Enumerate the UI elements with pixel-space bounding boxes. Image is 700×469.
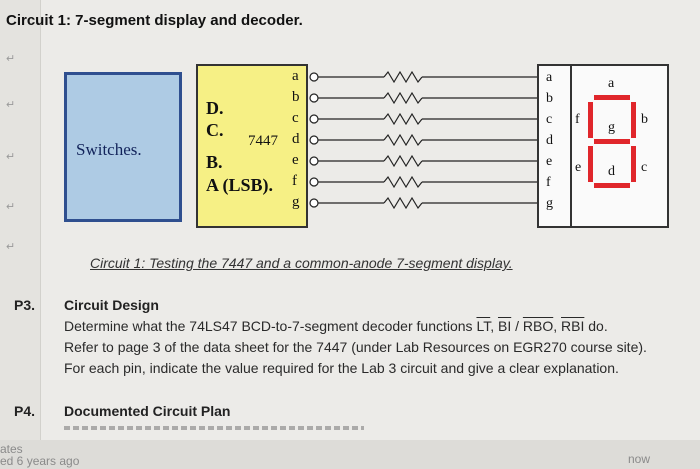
seven-segment-display <box>537 64 669 228</box>
body-line-1: Determine what the 74LS47 BCD-to-7-segme… <box>64 318 608 334</box>
lt-signal: LT <box>476 318 491 334</box>
footer-cut-label: ates <box>0 442 23 456</box>
paragraph-mark-icon: ↵ <box>6 99 16 111</box>
segment-label-b: b <box>641 112 648 127</box>
bi-signal: BI <box>497 318 512 334</box>
paragraph-mark-icon: ↵ <box>6 201 16 213</box>
output-line-a <box>309 70 538 84</box>
segment-g <box>594 139 630 144</box>
footer-status: now <box>628 452 651 466</box>
text-run: , <box>553 318 562 334</box>
display-pin-a: a <box>546 70 553 85</box>
output-line-c <box>309 112 538 126</box>
body-line-3: For each pin, indicate the value require… <box>64 360 619 376</box>
segment-label-c: c <box>641 160 648 175</box>
output-line-b <box>309 91 538 105</box>
decoder-input-b: B. <box>206 152 223 172</box>
output-line-e <box>309 154 538 168</box>
decoder-output-c: c <box>292 110 299 126</box>
decoder-input-c: C. <box>206 120 224 140</box>
footer-bar: ates ed 6 years ago now <box>0 440 700 469</box>
decoder-chip <box>196 64 308 228</box>
section-heading: Circuit 1: 7-segment display and decoder… <box>6 12 303 29</box>
segment-b <box>631 102 636 138</box>
segment-label-g: g <box>608 120 615 135</box>
display-pin-d: d <box>546 133 553 148</box>
left-gutter: ↵ ↵ ↵ ↵ ↵ <box>0 0 41 440</box>
cut-off-text-line <box>64 426 364 430</box>
section-title-p3: Circuit Design <box>64 297 159 313</box>
display-divider <box>570 64 572 228</box>
text-run: / <box>511 318 523 334</box>
segment-label-f: f <box>575 112 580 127</box>
text-run: Determine what the 74LS47 BCD-to-7-segme… <box>64 318 477 334</box>
segment-label-d: d <box>608 164 615 179</box>
text-run: do. <box>584 318 608 334</box>
paragraph-mark-icon: ↵ <box>6 151 16 163</box>
decoder-output-g: g <box>292 194 300 210</box>
footer-timestamp: ed 6 years ago <box>0 454 80 468</box>
section-title-p4: Documented Circuit Plan <box>64 403 231 419</box>
display-pin-g: g <box>546 196 553 211</box>
decoder-output-d: d <box>292 131 300 147</box>
body-line-2: Refer to page 3 of the data sheet for th… <box>64 339 647 355</box>
resistor-network <box>309 70 538 210</box>
output-line-f <box>309 175 538 189</box>
output-line-d <box>309 133 538 147</box>
decoder-input-a-lsb: A (LSB). <box>206 175 274 195</box>
text-run: , <box>490 318 498 334</box>
paragraph-mark-icon: ↵ <box>6 241 16 253</box>
decoder-output-f: f <box>292 173 297 189</box>
segment-label-e: e <box>575 160 582 175</box>
decoder-input-d: D. <box>206 98 224 118</box>
output-line-g <box>309 196 538 210</box>
rbi-signal: RBI <box>561 318 585 334</box>
decoder-output-a: a <box>292 68 299 84</box>
figure-caption: Circuit 1: Testing the 7447 and a common… <box>90 255 513 271</box>
decoder-output-b: b <box>292 89 300 105</box>
segment-a <box>594 95 630 100</box>
segment-e <box>588 146 593 182</box>
decoder-output-e: e <box>292 152 299 168</box>
rbo-signal: RBO <box>522 318 554 334</box>
section-number-p3: P3. <box>14 297 36 313</box>
display-pin-e: e <box>546 154 553 169</box>
paragraph-mark-icon: ↵ <box>6 53 16 65</box>
segment-label-a: a <box>608 76 615 91</box>
display-pin-c: c <box>546 112 553 127</box>
display-pin-b: b <box>546 91 553 106</box>
switches-label: Switches. <box>76 140 142 159</box>
segment-c <box>631 146 636 182</box>
switches-block <box>64 72 182 222</box>
display-pin-f: f <box>546 175 551 190</box>
section-number-p4: P4. <box>14 403 36 419</box>
decoder-chip-number: 7447 <box>248 133 278 149</box>
segment-d <box>594 183 630 188</box>
segment-f <box>588 102 593 138</box>
